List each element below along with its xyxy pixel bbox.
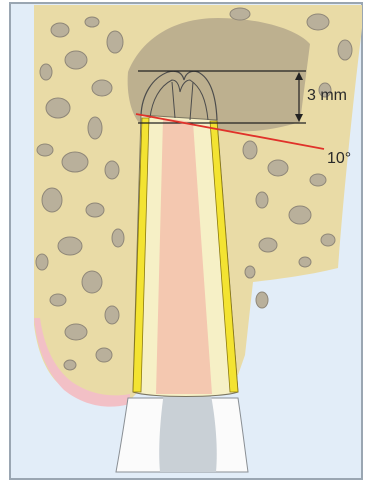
bone-pore bbox=[62, 152, 88, 172]
bone-pore bbox=[112, 229, 124, 247]
bone-pore bbox=[256, 192, 268, 208]
bone-pore bbox=[64, 360, 76, 370]
bone-pore bbox=[65, 51, 87, 69]
bone-pore bbox=[92, 80, 112, 96]
bone-pore bbox=[289, 206, 311, 224]
bone-pore bbox=[50, 294, 66, 306]
bone-pore bbox=[259, 238, 277, 252]
measure-label: 3 mm bbox=[307, 87, 347, 105]
bone-pore bbox=[310, 174, 326, 186]
bone-pore bbox=[42, 188, 62, 212]
bone-pore bbox=[85, 17, 99, 27]
bone-pore bbox=[243, 141, 257, 159]
bone-pore bbox=[105, 306, 119, 324]
bone-pore bbox=[51, 23, 69, 37]
bone-pore bbox=[82, 271, 102, 293]
bone-pore bbox=[37, 144, 53, 156]
bone-pore bbox=[107, 31, 123, 53]
bone-pore bbox=[321, 234, 335, 246]
bone-pore bbox=[96, 348, 112, 362]
bone-pore bbox=[46, 98, 70, 118]
angle-label: 10° bbox=[327, 150, 351, 168]
bone-pore bbox=[245, 266, 255, 278]
bone-pore bbox=[256, 292, 268, 308]
bone-pore bbox=[230, 8, 250, 20]
bone-pore bbox=[268, 160, 288, 176]
bone-pore bbox=[338, 40, 352, 60]
bone-pore bbox=[86, 203, 104, 217]
bone-pore bbox=[58, 237, 82, 255]
bone-pore bbox=[40, 64, 52, 80]
bone-pore bbox=[105, 161, 119, 179]
bone-pore bbox=[88, 117, 102, 139]
bone-pore bbox=[36, 254, 48, 270]
bone-pore bbox=[65, 324, 87, 340]
bone-pore bbox=[299, 257, 311, 267]
crown-shadow bbox=[159, 388, 217, 472]
bone-pore bbox=[307, 14, 329, 30]
